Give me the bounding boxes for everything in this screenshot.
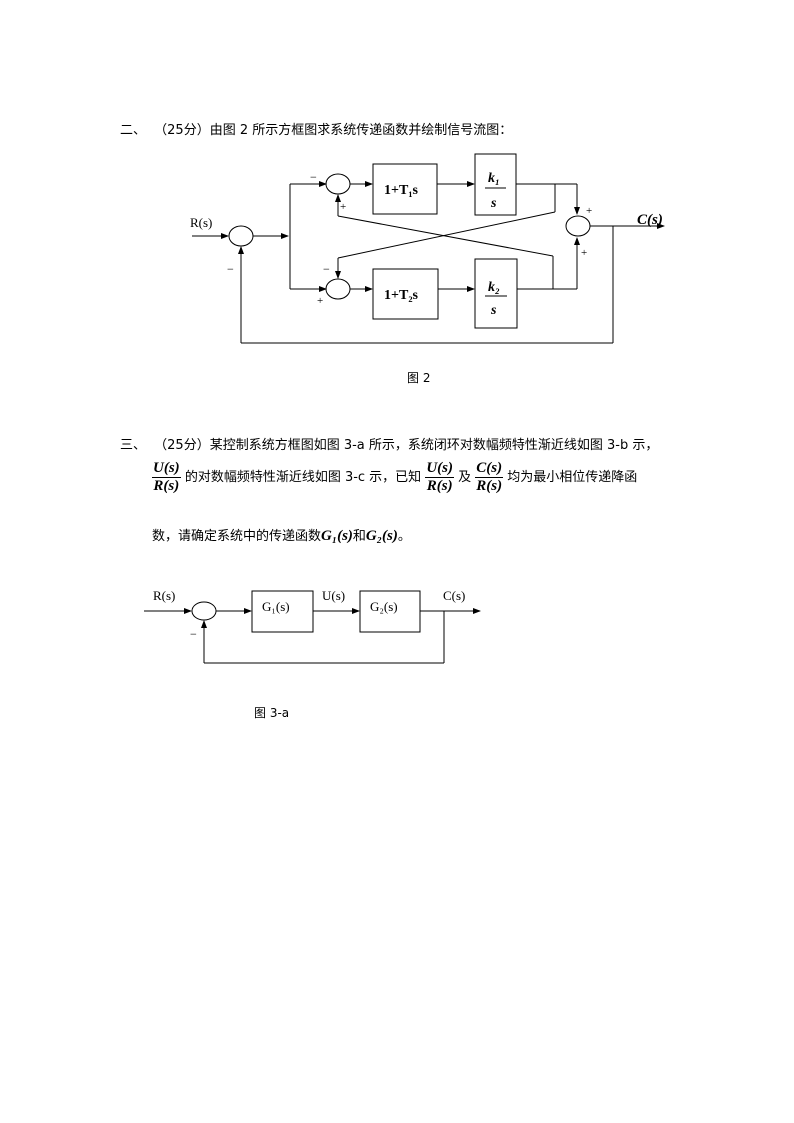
figure-3a-caption: 图 3-a: [254, 706, 290, 720]
question-text: 由图 2 所示方框图求系统传递函数并绘制信号流图：: [209, 123, 513, 138]
output-label-c: C(s): [637, 212, 663, 228]
block-1-plus-t1s: [372, 163, 438, 215]
sign-plus: +: [586, 205, 592, 217]
question-text: 某控制系统方框图如图 3-a 所示，系统闭环对数幅频特性渐近线如图 3-b 示，: [209, 438, 659, 453]
question-2-heading: 二、 （25分）由图 2 所示方框图求系统传递函数并绘制信号流图：: [120, 119, 512, 138]
summing-junction-upper: [325, 173, 351, 195]
block-k2-over-s: [474, 258, 518, 329]
block-k2-num: k₂: [488, 280, 500, 295]
question-text: 均为最小相位传递降函: [507, 470, 638, 485]
block-k1-den: s: [490, 196, 497, 211]
sign-minus: −: [323, 262, 330, 276]
question-number: 二、: [120, 123, 147, 138]
sign-minus: −: [190, 627, 197, 641]
fraction-u-over-r: U(s)R(s): [152, 460, 181, 494]
sign-minus: −: [310, 170, 317, 184]
question-text: 和: [352, 529, 366, 544]
block-g2-label: G₂(s): [370, 599, 398, 614]
fraction-c-over-r: C(s)R(s): [475, 460, 504, 494]
figure-2-caption: 图 2: [407, 371, 431, 385]
block-1-plus-t2s: [372, 268, 439, 320]
question-points: （25分）: [154, 438, 210, 453]
g1-symbol: G₁(s): [321, 528, 353, 544]
figure-3a-block-diagram: R(s) G₁(s) U(s) G₂(s) C(s) −: [144, 588, 481, 664]
summing-junction-lower: [325, 278, 351, 300]
block-t1-label: 1+T₁s: [384, 183, 419, 198]
question-text: 数，请确定系统中的传递函数: [152, 529, 322, 544]
question-number: 三、: [120, 438, 147, 453]
block-g1-label: G₁(s): [262, 599, 290, 614]
output-label-c: C(s): [443, 588, 465, 603]
input-label-r: R(s): [190, 215, 212, 230]
question-text: 。: [397, 529, 411, 544]
sign-minus: −: [227, 262, 234, 276]
summing-junction-main: [228, 225, 254, 247]
sign-plus: +: [581, 247, 587, 259]
question-points: （25分）: [154, 123, 210, 138]
mid-label-u: U(s): [322, 588, 345, 603]
block-k2-den: s: [490, 303, 497, 318]
sign-plus: +: [317, 295, 323, 307]
block-t2-label: 1+T₂s: [384, 288, 419, 303]
question-3-line-2: U(s)R(s) 的对数幅频特性渐近线如图 3-c 示，已知 U(s)R(s) …: [152, 460, 637, 495]
figure-2-block-diagram: R(s) C(s) 1+T₁s k₁ s 1+T₂s k₂ s − + − + …: [190, 153, 665, 344]
block-k1-num: k₁: [488, 171, 500, 186]
sign-plus: +: [340, 201, 346, 213]
fraction-u-over-r: U(s)R(s): [425, 460, 454, 494]
question-3-line-3: 数，请确定系统中的传递函数G₁(s)和G₂(s)。: [152, 525, 411, 545]
g2-symbol: G₂(s): [365, 528, 398, 544]
question-text: 及: [458, 470, 472, 485]
summing-junction-output: [565, 215, 591, 237]
question-text: 的对数幅频特性渐近线如图 3-c 示，已知: [184, 470, 422, 485]
question-3-line-1: 三、 （25分）某控制系统方框图如图 3-a 所示，系统闭环对数幅频特性渐近线如…: [120, 434, 658, 453]
summing-junction: [191, 601, 217, 621]
input-label-r: R(s): [153, 588, 175, 603]
